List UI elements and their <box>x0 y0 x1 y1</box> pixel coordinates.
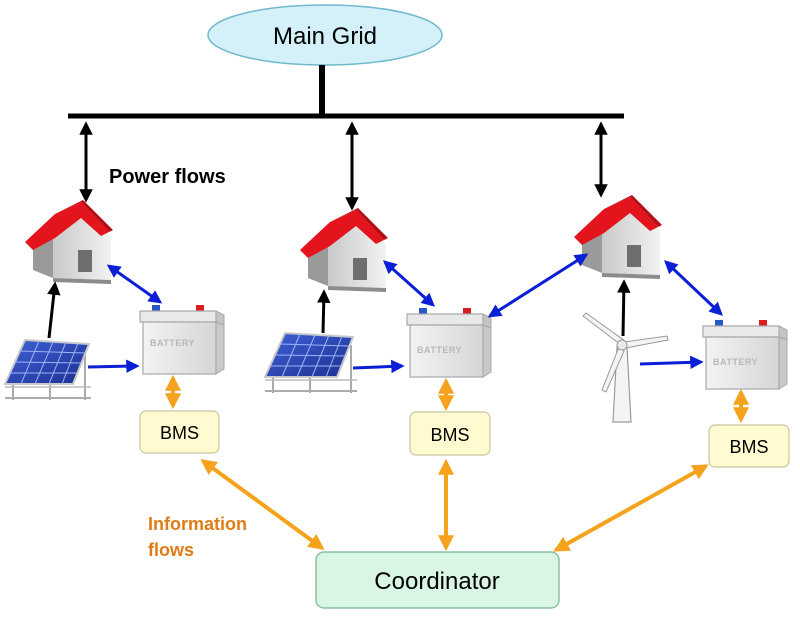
battery-icon: BATTERY <box>406 308 492 378</box>
battery-label: BATTERY <box>150 338 195 348</box>
battery-label: BATTERY <box>417 345 462 355</box>
generation-to-battery-arrow <box>639 355 704 370</box>
battery-icon: BATTERY <box>702 320 788 390</box>
information-flows-label-line1: Information <box>148 514 247 534</box>
main-grid-node: Main Grid <box>207 4 443 66</box>
house-icon <box>25 200 113 284</box>
power-flows-label: Power flows <box>109 166 226 188</box>
wind-turbine-icon <box>582 312 669 423</box>
generation-to-house-arrow <box>617 279 631 337</box>
main-grid-label: Main Grid <box>273 23 377 50</box>
coordinator-label: Coordinator <box>374 568 499 595</box>
house-battery-arrow <box>664 260 723 316</box>
battery-to-house-arrow <box>487 253 589 318</box>
bms-box: BMS <box>139 410 220 454</box>
house-icon <box>300 208 388 292</box>
house-battery-arrow <box>106 264 163 304</box>
bms-label: BMS <box>430 425 469 445</box>
battery-icon: BATTERY <box>139 305 225 375</box>
bms-label: BMS <box>729 437 768 457</box>
generation-to-battery-arrow <box>87 359 140 373</box>
bms-box: BMS <box>708 424 790 468</box>
coordinator-box: Coordinator <box>315 551 560 609</box>
information-flows-label-line2: flows <box>148 540 194 560</box>
bms-label: BMS <box>160 423 199 443</box>
grid-bus <box>68 65 624 119</box>
house-icon <box>574 195 662 279</box>
battery-label: BATTERY <box>713 357 758 367</box>
solar-panel-icon <box>3 338 91 400</box>
bms-box: BMS <box>409 411 491 456</box>
bms-coordinator-arrow <box>200 459 325 550</box>
bms-coordinator-arrow <box>553 464 709 552</box>
generation-to-house-arrow <box>47 281 61 339</box>
generation-to-battery-arrow <box>352 359 405 374</box>
house-battery-arrow <box>382 260 436 307</box>
generation-to-house-arrow <box>316 289 331 334</box>
solar-panel-icon <box>263 331 357 393</box>
